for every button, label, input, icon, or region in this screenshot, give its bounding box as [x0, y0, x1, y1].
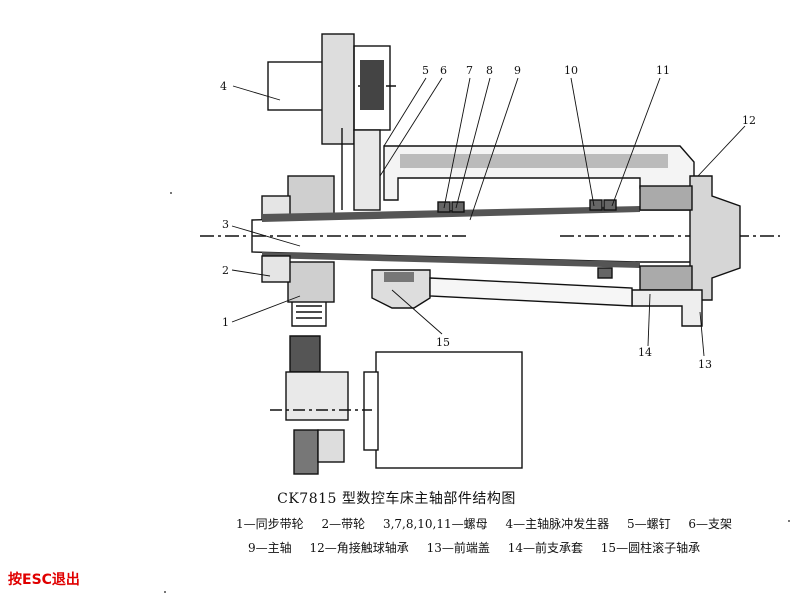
- callout-labels: 4 5 6 8 7 9 10 11 12 3 2 1 15 14 13: [220, 64, 756, 371]
- caption-title: CK7815 型数控车床主轴部件结构图: [277, 491, 516, 507]
- front-end-cap: [689, 175, 741, 301]
- exit-hint-link[interactable]: 按ESC退出: [8, 572, 80, 588]
- callout-11: 11: [656, 64, 670, 77]
- callout-1: 1: [222, 316, 229, 329]
- upper-pulley-housing: [321, 33, 355, 145]
- legend-item: 15—圆柱滚子轴承: [600, 541, 701, 555]
- motor-belt-teeth: [293, 429, 319, 475]
- bracket: [353, 129, 381, 211]
- callout-15: 15: [436, 336, 450, 349]
- belt-pulley-bottom: [261, 255, 291, 283]
- legend-item: 12—角接触球轴承: [309, 541, 409, 555]
- motor-pulley: [285, 371, 349, 421]
- legend-item: 5—螺钉: [626, 517, 671, 531]
- legend-item: 14—前支承套: [507, 541, 583, 555]
- pulse-generator-body: [267, 61, 327, 111]
- callout-12: 12: [742, 114, 756, 127]
- legend-row-1: 1—同步带轮 2—带轮 3,7,8,10,11—螺母 4—主轴脉冲发生器 5—螺…: [236, 515, 746, 532]
- speck: [170, 192, 172, 194]
- angular-contact-bearing-bottom: [639, 265, 693, 291]
- callout-8: 8: [486, 64, 493, 77]
- speck: [164, 591, 166, 593]
- callout-7: 7: [466, 64, 473, 77]
- callout-6: 6: [440, 64, 447, 77]
- callout-2: 2: [222, 264, 229, 277]
- callout-10: 10: [564, 64, 578, 77]
- front-support-sleeve: [631, 289, 703, 327]
- sync-pulley-top: [287, 175, 335, 217]
- callout-5: 5: [422, 64, 429, 77]
- legend-row-2: 9—主轴 12—角接触球轴承 13—前端盖 14—前支承套 15—圆柱滚子轴承: [248, 539, 714, 556]
- angular-contact-bearing-top: [639, 185, 693, 211]
- callout-14: 14: [638, 346, 652, 359]
- spindle-motor: [375, 351, 523, 469]
- legend-item: 3,7,8,10,11—螺母: [382, 517, 488, 531]
- legend-item: 13—前端盖: [426, 541, 490, 555]
- sync-pulley-bottom: [287, 261, 335, 303]
- legend-item: 9—主轴: [248, 541, 292, 555]
- callout-3: 3: [222, 218, 229, 231]
- callout-4: 4: [220, 80, 227, 93]
- callout-9: 9: [514, 64, 521, 77]
- speck: [788, 520, 790, 522]
- legend-item: 1—同步带轮: [236, 517, 304, 531]
- legend-item: 4—主轴脉冲发生器: [505, 517, 610, 531]
- legend-item: 6—支架: [688, 517, 733, 531]
- callout-13: 13: [698, 358, 712, 371]
- legend-item: 2—带轮: [321, 517, 366, 531]
